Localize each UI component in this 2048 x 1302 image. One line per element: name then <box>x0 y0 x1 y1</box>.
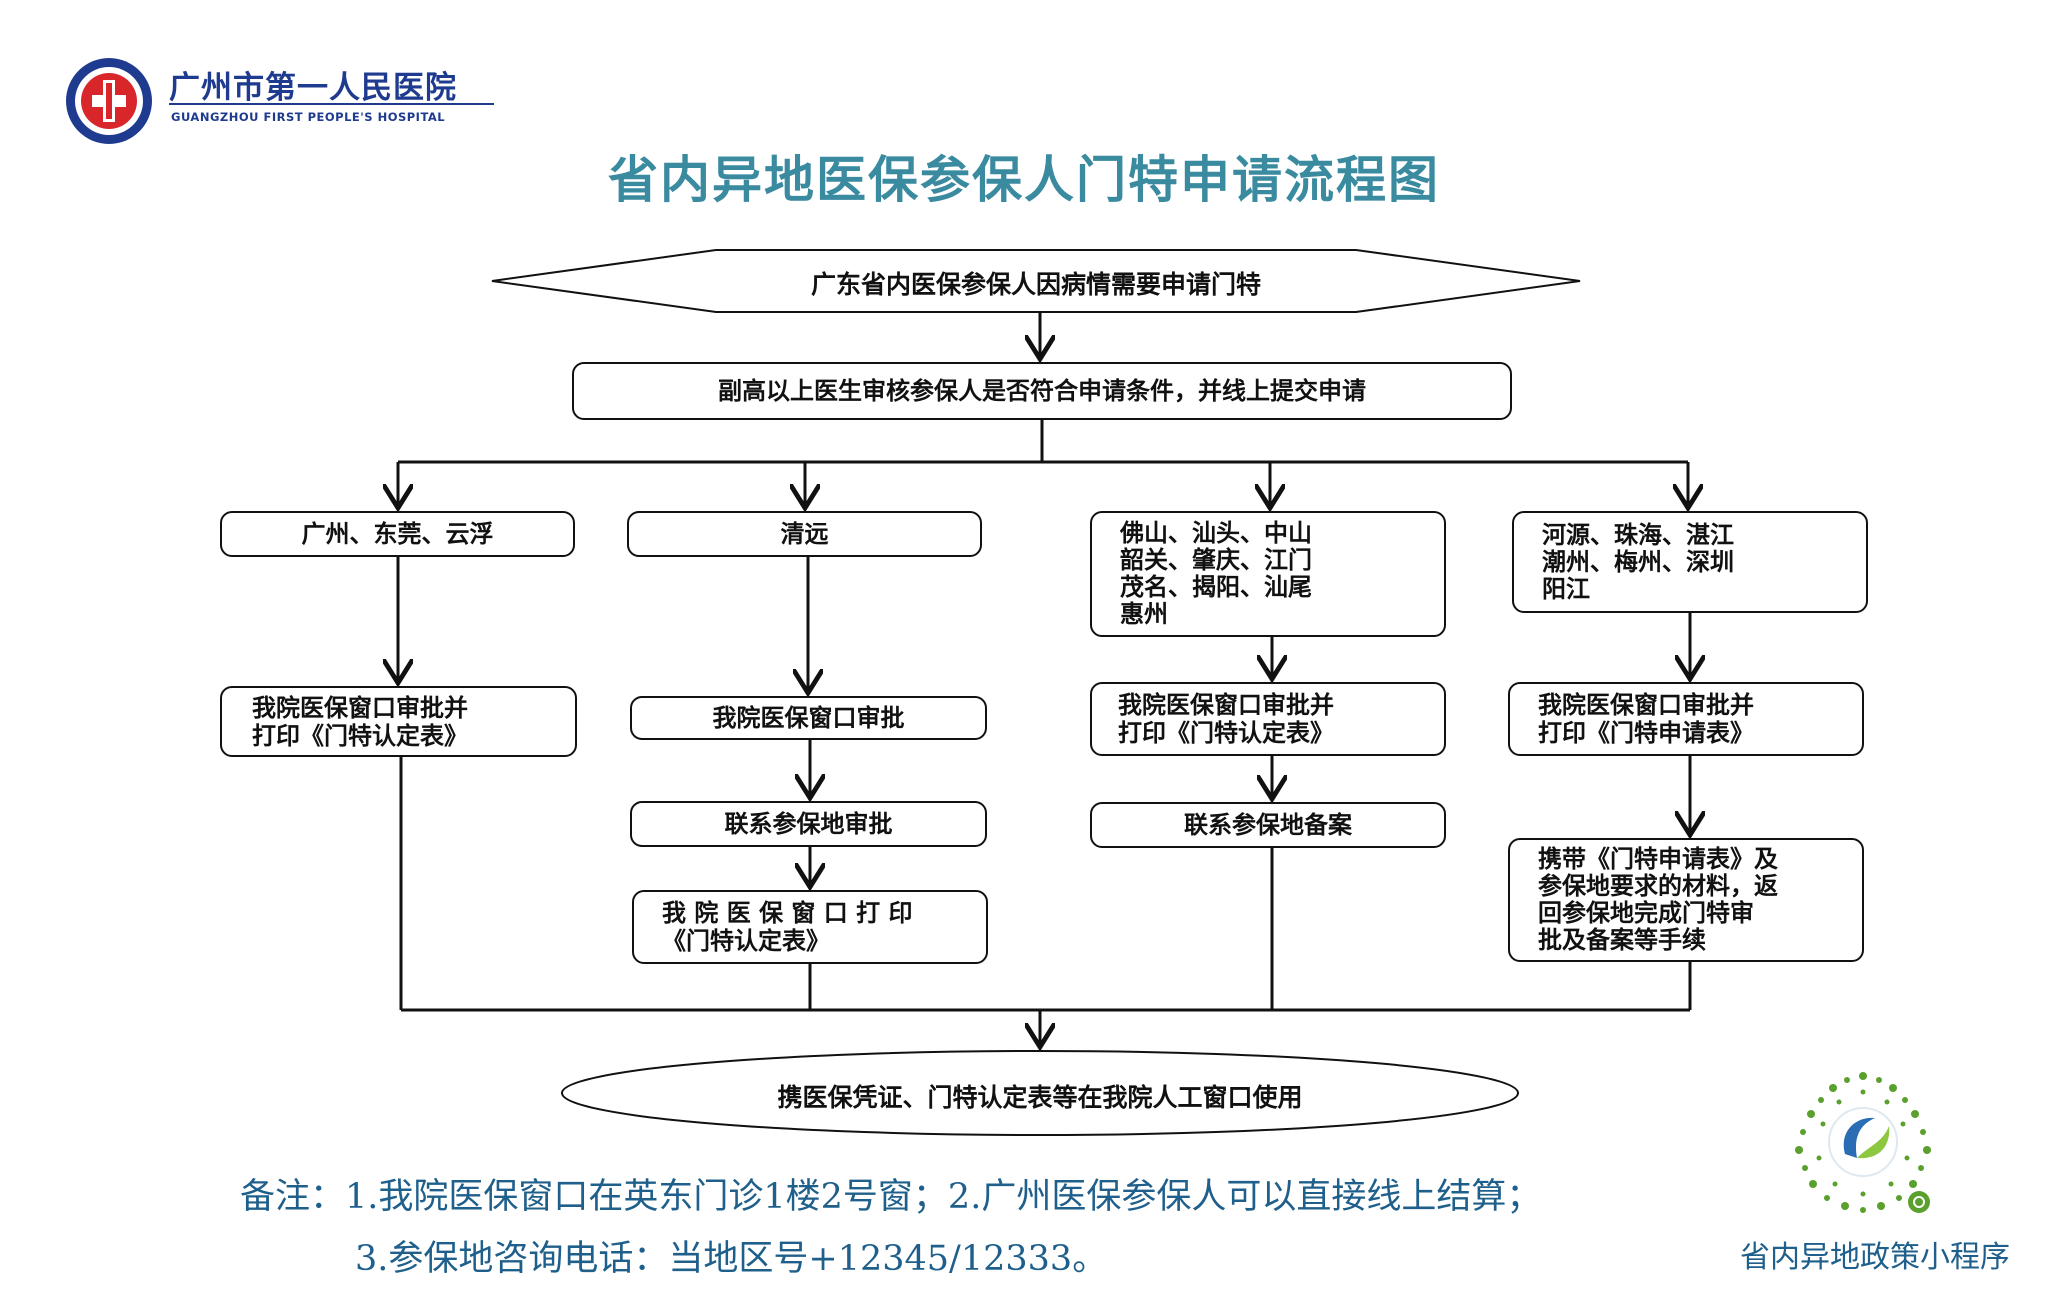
step-approve-print-recognition: 我院医保窗口审批并 打印《门特认定表》 <box>220 686 577 757</box>
region-heyuan-group: 河源、珠海、湛江 潮州、梅州、深圳 阳江 <box>1512 511 1868 613</box>
hospital-logo: 广州市第一人民医院 GUANGZHOU FIRST PEOPLE'S HOSPI… <box>64 56 504 146</box>
hospital-emblem-icon <box>66 58 152 144</box>
logo-divider <box>169 103 494 105</box>
region-qingyuan: 清远 <box>627 511 982 557</box>
start-hexagon <box>491 249 1581 313</box>
end-step-label: 携医保凭证、门特认定表等在我院人工窗口使用 <box>777 1083 1303 1112</box>
step-approve-print-application: 我院医保窗口审批并 打印《门特申请表》 <box>1508 682 1864 756</box>
step-return-to-region: 携带《门特申请表》及 参保地要求的材料，返 回参保地完成门特审 批及备案等手续 <box>1508 838 1864 962</box>
step-contact-region-filing: 联系参保地备案 <box>1090 802 1446 848</box>
region-guangzhou-dongguan-yunfu: 广州、东莞、云浮 <box>220 511 575 557</box>
review-step: 副高以上医生审核参保人是否符合申请条件，并线上提交申请 <box>572 362 1512 420</box>
step-approve-print-recognition-2: 我院医保窗口审批并 打印《门特认定表》 <box>1090 682 1446 756</box>
start-step-label: 广东省内医保参保人因病情需要申请门特 <box>810 270 1261 299</box>
step-print-recognition: 我 院 医 保 窗 口 打 印 《门特认定表》 <box>632 890 988 964</box>
hospital-name-cn: 广州市第一人民医院 <box>169 70 457 106</box>
step-contact-insured-region: 联系参保地审批 <box>630 801 987 847</box>
qr-caption: 省内异地政策小程序 <box>1740 1240 2010 1275</box>
hospital-name-en: GUANGZHOU FIRST PEOPLE'S HOSPITAL <box>171 110 446 124</box>
region-foshan-group: 佛山、汕头、中山 韶关、肇庆、江门 茂名、揭阳、汕尾 惠州 <box>1090 511 1446 637</box>
step-hospital-approval: 我院医保窗口审批 <box>630 696 987 740</box>
note-line-1: 备注：1.我院医保窗口在英东门诊1楼2号窗；2.广州医保参保人可以直接线上结算； <box>240 1177 1542 1217</box>
note-line-2: 3.参保地咨询电话：当地区号+12345/12333。 <box>355 1239 1108 1279</box>
mini-program-qr-icon <box>1795 1072 1931 1213</box>
page-title: 省内异地医保参保人门特申请流程图 <box>608 151 1440 209</box>
